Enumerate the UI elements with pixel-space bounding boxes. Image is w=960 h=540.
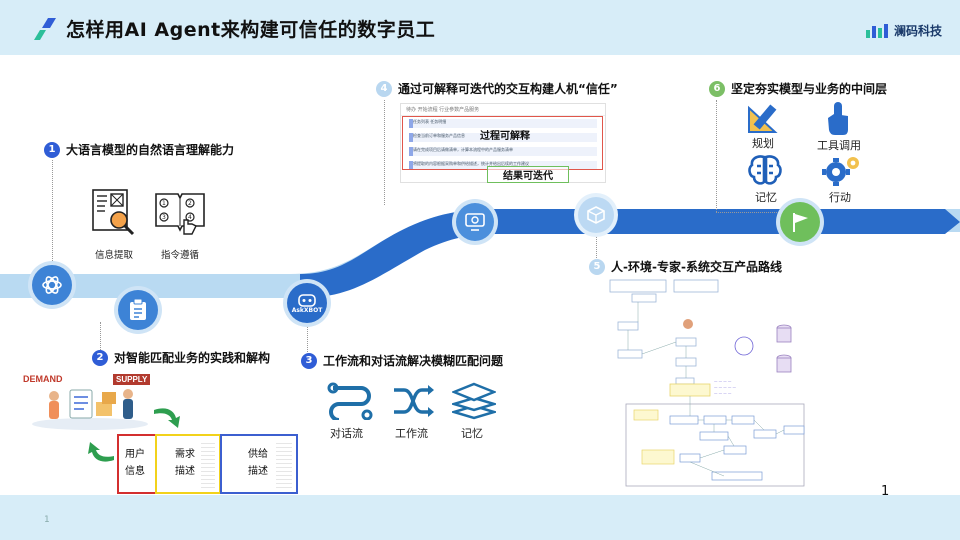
connector-2 xyxy=(100,322,101,350)
step-1-heading: 1 大语言模型的自然语言理解能力 xyxy=(44,141,234,158)
svg-text:3: 3 xyxy=(162,214,166,221)
supply-rows xyxy=(276,440,292,488)
arrow-right-down-icon xyxy=(154,408,180,428)
demand-desc-line2: 描述 xyxy=(175,466,195,477)
svg-text:4: 4 xyxy=(188,214,192,221)
step-6-number: 6 xyxy=(709,80,725,97)
step-2-heading: 2 对智能匹配业务的实践和解构 xyxy=(92,349,270,366)
page-number-footer: 1 xyxy=(44,515,50,525)
step-3-number: 3 xyxy=(301,352,317,369)
step-3-caption-2: 工作流 xyxy=(395,427,428,440)
robot-icon xyxy=(298,293,316,307)
iterable-label: 结果可迭代 xyxy=(503,171,553,182)
iterable-highlight: 结果可迭代 xyxy=(487,166,569,183)
step-5-heading: 5 人-环境-专家-系统交互产品路线 xyxy=(589,258,782,275)
screenshot-item: 任务列表 任务明细 xyxy=(409,119,597,128)
screen-node-icon xyxy=(456,203,494,241)
step-6-heading: 6 坚定夯实模型与业务的中间层 xyxy=(709,80,887,97)
step-5-number: 5 xyxy=(589,258,605,275)
explainable-label: 过程可解释 xyxy=(480,131,530,142)
demand-desc-box: 需求描述 xyxy=(155,434,221,494)
step-1-number: 1 xyxy=(44,141,60,158)
step-6-label: 坚定夯实模型与业务的中间层 xyxy=(731,82,888,96)
dialog-flow-icon xyxy=(327,382,373,420)
memory-layers-icon xyxy=(452,382,496,420)
connector-6h xyxy=(716,212,791,213)
screenshot-item: 将提取的内容根据采购单和供给描述，统计并给出后续的工作建议 xyxy=(409,161,597,170)
step-4-label: 通过可解释可迭代的交互构建人机“信任” xyxy=(398,82,618,96)
header-bar: 怎样用AI Agent来构建可信任的数字员工 澜码科技 xyxy=(0,0,960,55)
step-2-label: 对智能匹配业务的实践和解构 xyxy=(114,351,271,365)
clipboard-node-icon xyxy=(118,290,158,330)
supply-label: SUPPLY xyxy=(113,374,151,385)
explainable-highlight xyxy=(402,116,603,170)
page-number: 1 xyxy=(881,484,890,499)
step-4-heading: 4 通过可解释可迭代的交互构建人机“信任” xyxy=(376,80,618,97)
demand-supply-illustration xyxy=(32,389,148,430)
product-route-diagram: — — — — — — — — — — — — — xyxy=(609,279,805,487)
screenshot-item: 请在完成项目后请做清单，计算本流程中的产品服务清单 xyxy=(409,147,597,156)
screenshot-item: 检查当前订单和服务产品信息 xyxy=(409,133,597,142)
step-6-caption-2: 工具调用 xyxy=(817,139,861,152)
svg-text:2: 2 xyxy=(188,200,192,207)
askxbot-label: AskXBOT xyxy=(291,306,323,314)
step-1-caption-2: 指令遵循 xyxy=(161,250,200,261)
demand-desc-line1: 需求 xyxy=(175,449,195,460)
step-3-heading: 3 工作流和对话流解决模糊匹配问题 xyxy=(301,352,503,369)
screenshot-tabs: 待办 开始流程 行业参数产品服务 xyxy=(401,104,605,116)
svg-text:— — — —: — — — — xyxy=(714,379,732,383)
step-6-caption-4: 行动 xyxy=(829,191,851,204)
brand-icon xyxy=(865,23,888,38)
step-1-caption-1: 信息提取 xyxy=(95,250,134,261)
memory-brain-icon xyxy=(748,155,782,185)
screenshot-list: 任务列表 任务明细 检查当前订单和服务产品信息 请在完成项目后请做清单，计算本流… xyxy=(401,119,605,170)
step-5-label: 人-环境-专家-系统交互产品路线 xyxy=(611,260,782,274)
instruction-follow-icon: 1 3 2 4 xyxy=(155,193,205,235)
step-4-number: 4 xyxy=(376,80,392,97)
askxbot-node: AskXBOT xyxy=(287,283,327,323)
connector-5 xyxy=(596,232,597,258)
demand-label: DEMAND xyxy=(23,374,63,384)
planning-icon xyxy=(748,104,778,133)
supply-desc-box: 供给描述 xyxy=(220,434,298,494)
step-3-caption-3: 记忆 xyxy=(461,427,483,440)
supply-desc-line1: 供给 xyxy=(248,449,268,460)
connector-3 xyxy=(307,318,308,352)
footer-bar xyxy=(0,495,960,540)
action-gears-icon xyxy=(822,157,859,186)
info-extract-icon xyxy=(92,189,135,236)
connector-4 xyxy=(384,100,385,205)
svg-text:— — — —: — — — — xyxy=(714,391,732,395)
openai-node-icon xyxy=(32,265,72,305)
workflow-icon xyxy=(394,385,434,417)
page-title: 怎样用AI Agent来构建可信任的数字员工 xyxy=(66,19,436,41)
arrow-left-up-icon xyxy=(88,442,114,462)
svg-text:— — — — —: — — — — — xyxy=(714,385,736,389)
svg-text:1: 1 xyxy=(162,200,166,207)
step-1-label: 大语言模型的自然语言理解能力 xyxy=(66,143,235,157)
step-2-number: 2 xyxy=(92,349,108,366)
step-3-caption-1: 对话流 xyxy=(330,427,363,440)
step-6-caption-3: 记忆 xyxy=(755,191,777,204)
brand-name: 澜码科技 xyxy=(893,24,942,38)
logo-icon xyxy=(34,18,56,40)
step-6-caption-1: 规划 xyxy=(752,137,774,150)
connector-1 xyxy=(52,160,53,263)
user-info-box: 用户信息 xyxy=(117,434,157,494)
supply-desc-line2: 描述 xyxy=(248,466,268,477)
cube-node-icon xyxy=(578,197,614,233)
connector-6 xyxy=(716,100,717,212)
demand-rows xyxy=(201,440,215,488)
brand-logo: 澜码科技 xyxy=(865,22,942,39)
tool-call-icon xyxy=(828,102,848,135)
user-info-line1: 用户 xyxy=(125,449,145,460)
step-3-label: 工作流和对话流解决模糊匹配问题 xyxy=(323,354,504,368)
flag-node-icon xyxy=(780,202,820,242)
user-info-line2: 信息 xyxy=(125,466,145,477)
